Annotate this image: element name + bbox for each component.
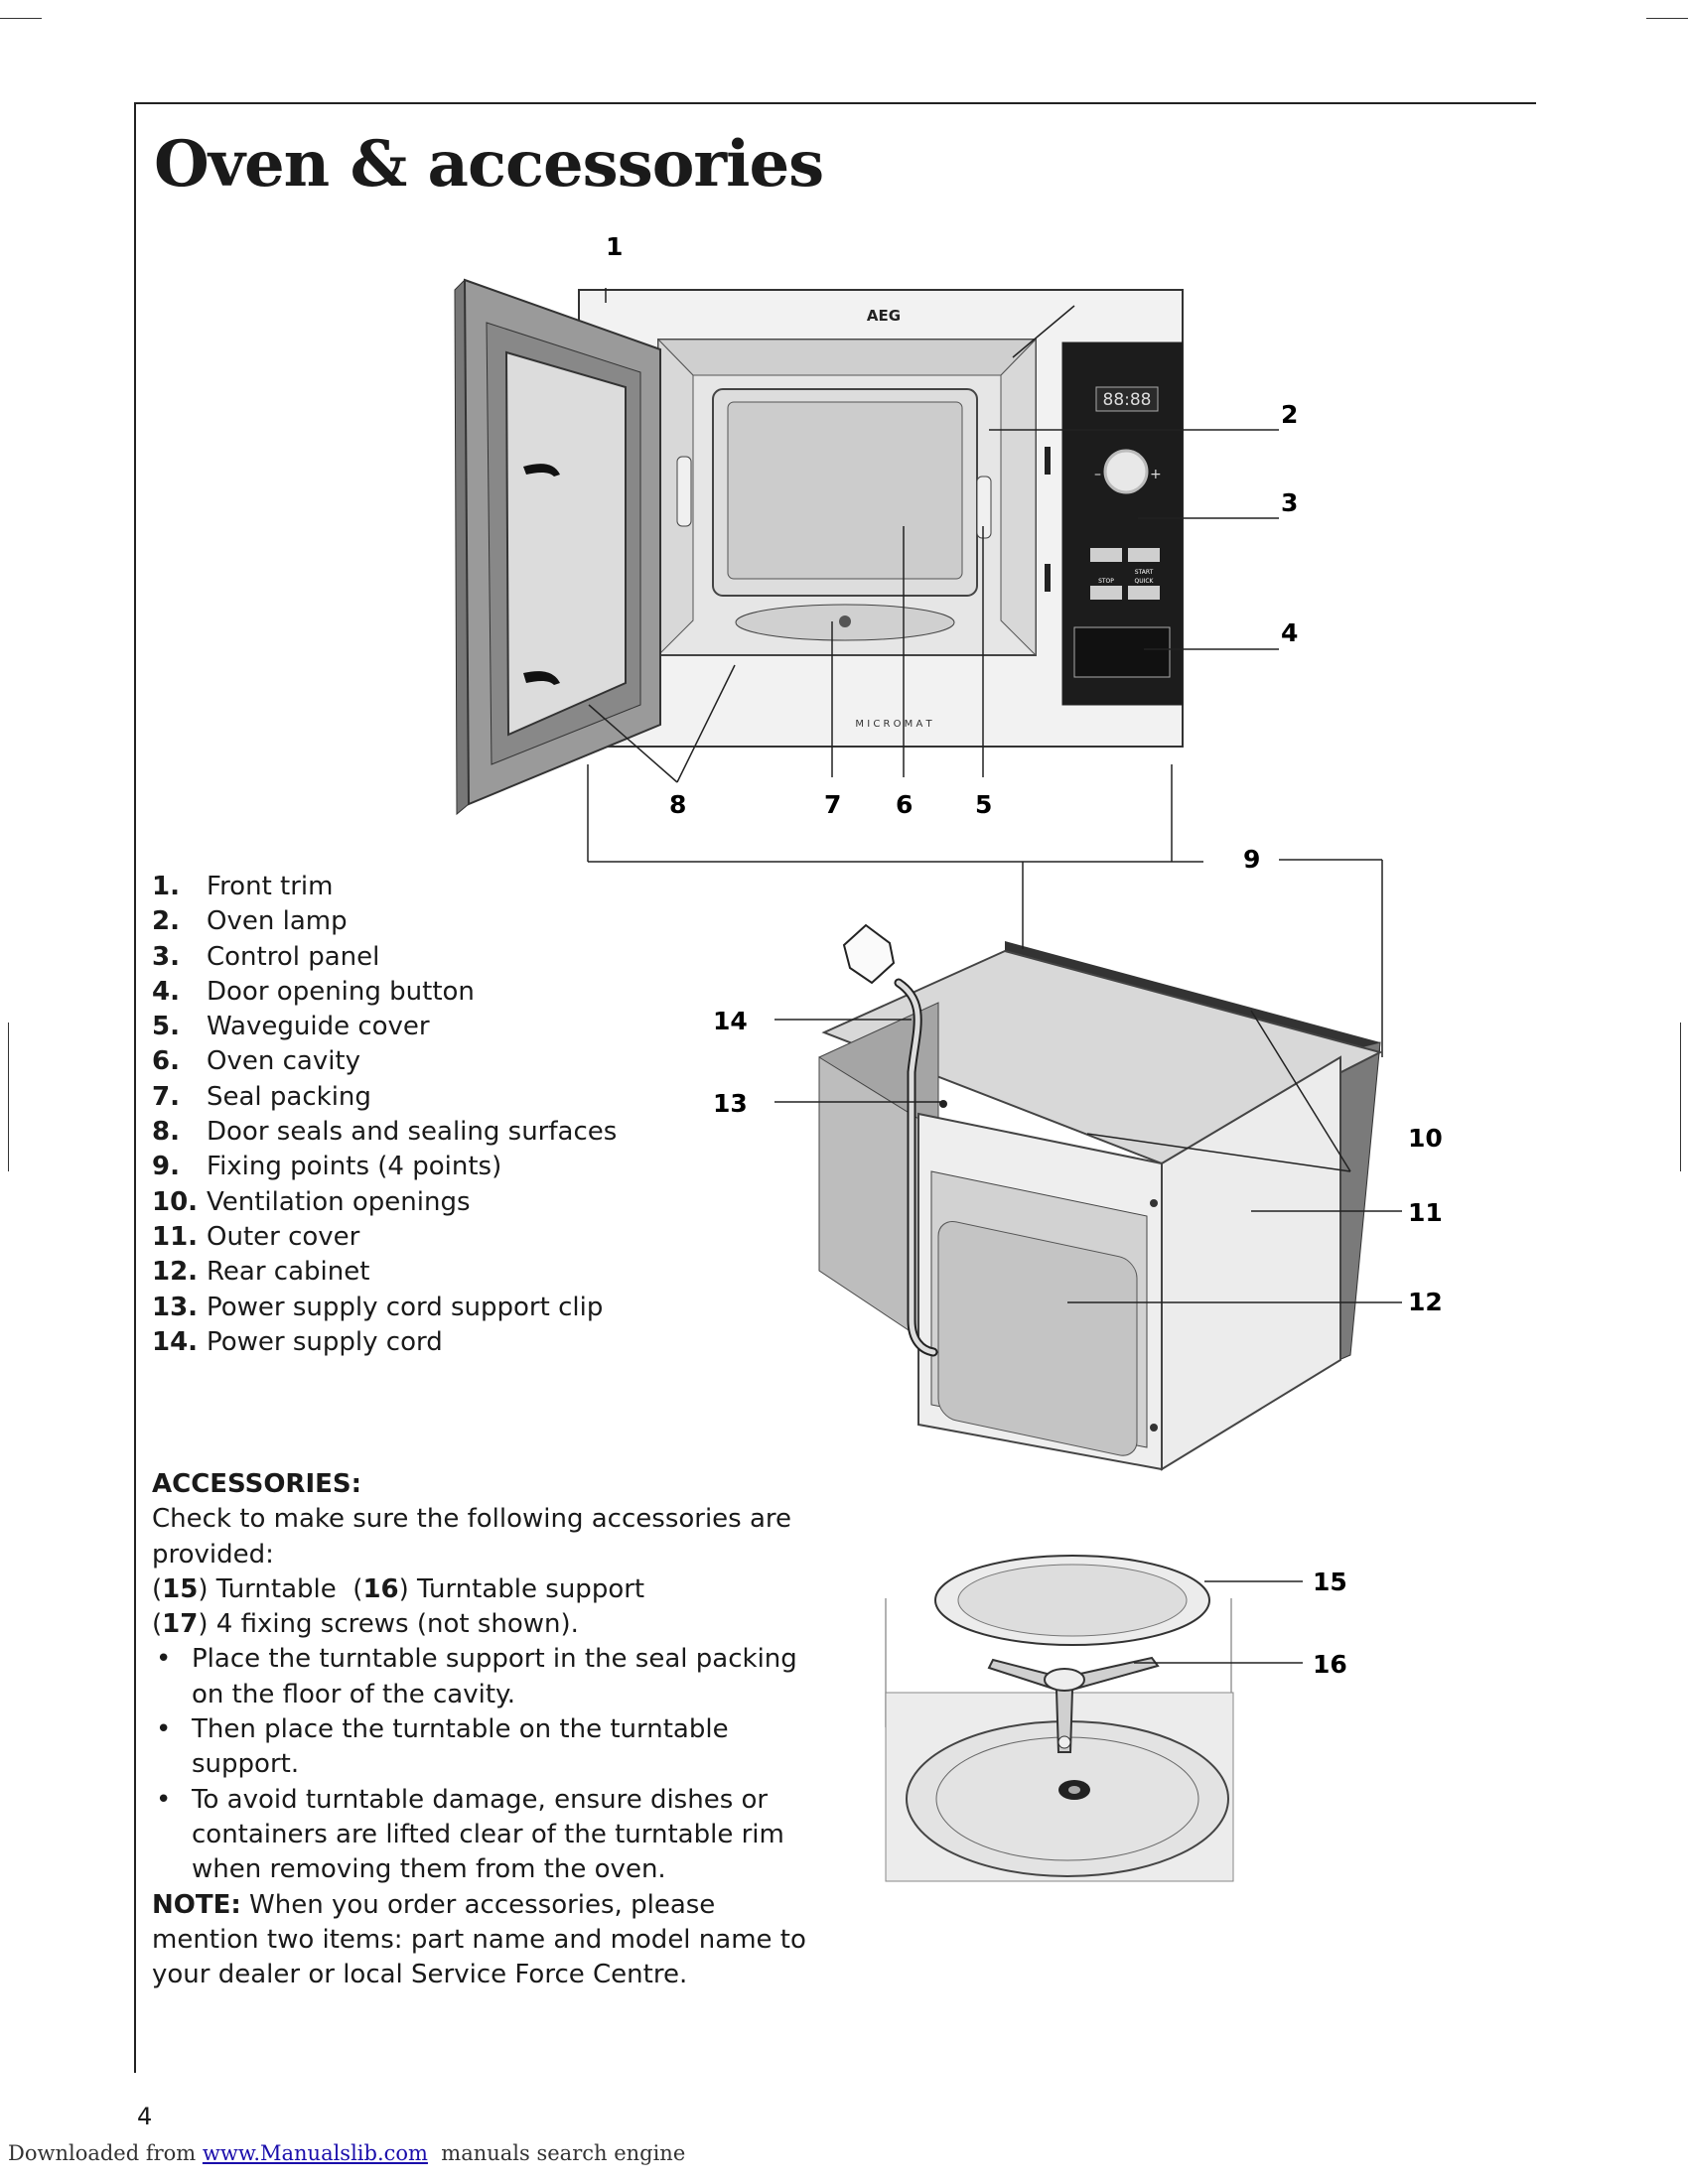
minus-glyph: – xyxy=(1094,467,1101,482)
list-item: 9.Fixing points (4 points) xyxy=(152,1152,502,1182)
turntable-figure: 15 16 xyxy=(885,1555,1347,1882)
callout-4: 4 xyxy=(1281,618,1298,647)
door-window xyxy=(504,350,627,737)
list-item: 10.Ventilation openings xyxy=(152,1186,471,1217)
leader-8b xyxy=(676,664,736,783)
accessories-items-1: (15) Turntable (16) Turntable support xyxy=(152,1573,645,1604)
top-rule xyxy=(134,102,1536,104)
list-item: 12.Rear cabinet xyxy=(152,1257,370,1288)
crop-mark xyxy=(1646,18,1688,19)
leader-10b xyxy=(1250,1010,1351,1172)
lamp-cover xyxy=(676,456,692,527)
page-title: Oven & accessories xyxy=(154,127,824,202)
callout-3: 3 xyxy=(1281,488,1298,517)
list-item: 14.Power supply cord xyxy=(152,1326,443,1357)
list-item: 7.Seal packing xyxy=(152,1081,371,1112)
list-item: 3.Control panel xyxy=(152,941,380,972)
list-item: •Place the turntable support in the seal… xyxy=(152,1642,817,1712)
list-item: •Then place the turntable on the turntab… xyxy=(152,1712,817,1783)
callout-13: 13 xyxy=(713,1089,748,1118)
bullet-icon: • xyxy=(156,1644,172,1675)
parts-list: 1.Front trim 2.Oven lamp 3.Control panel… xyxy=(152,870,617,1360)
callout-16: 16 xyxy=(1313,1650,1347,1679)
callout-15: 15 xyxy=(1313,1568,1347,1596)
start-label: START xyxy=(1135,569,1154,576)
registration-mark xyxy=(1680,1023,1681,1171)
footer: Downloaded from www.Manualslib.com manua… xyxy=(8,2141,686,2165)
accessories-items-2: (17) 4 fixing screws (not shown). xyxy=(152,1609,579,1640)
model-name: M I C R O M A T xyxy=(855,719,932,730)
outer-cover-top xyxy=(821,949,1383,1165)
list-item: 8.Door seals and sealing surfaces xyxy=(152,1117,618,1148)
turntable-support xyxy=(987,1656,1160,1753)
callout-1: 1 xyxy=(606,232,623,261)
callout-6: 6 xyxy=(896,790,913,819)
cord-clip-icon xyxy=(939,1100,947,1108)
bullet-icon: • xyxy=(156,1714,172,1745)
callout-7: 7 xyxy=(824,790,841,819)
list-item: 11.Outer cover xyxy=(152,1221,360,1252)
panel-button-2 xyxy=(1128,548,1160,562)
start-quick-button xyxy=(1128,586,1160,600)
power-cord xyxy=(896,980,936,1355)
callout-2: 2 xyxy=(1281,400,1298,429)
leader-8a xyxy=(588,704,678,783)
callout-14: 14 xyxy=(713,1007,748,1035)
ventilation-openings-strip xyxy=(1005,941,1380,1052)
bullet-icon: • xyxy=(156,1784,172,1815)
list-item: 6.Oven cavity xyxy=(152,1046,361,1077)
callout-10: 10 xyxy=(1408,1124,1443,1153)
plus-glyph: + xyxy=(1150,467,1162,482)
callout-5: 5 xyxy=(975,790,992,819)
brand-logo: AEG xyxy=(867,307,901,325)
fixing-points-callout: 9 xyxy=(1243,845,1383,1057)
list-item: 5.Waveguide cover xyxy=(152,1012,430,1042)
accessories-section: ACCESSORIES: Check to make sure the foll… xyxy=(152,1467,817,1992)
door-hinge-icon xyxy=(523,671,560,685)
quick-label: QUICK xyxy=(1134,578,1154,585)
page-number: 4 xyxy=(137,2103,153,2130)
display-window xyxy=(1095,386,1159,412)
door-hinge-icon xyxy=(523,464,560,477)
display-digits: 88:88 xyxy=(1103,390,1152,410)
plug-icon xyxy=(842,923,896,985)
registration-mark xyxy=(8,1023,9,1171)
callout-11: 11 xyxy=(1408,1198,1443,1227)
left-rule xyxy=(134,102,136,2073)
list-item: 13.Power supply cord support clip xyxy=(152,1292,604,1322)
crop-mark xyxy=(0,18,42,19)
control-dial-icon xyxy=(1103,449,1149,494)
list-item: •To avoid turntable damage, ensure dishe… xyxy=(152,1783,817,1888)
accessories-note: NOTE: When you order accessories, please… xyxy=(152,1889,806,1990)
accessories-heading: ACCESSORIES: xyxy=(152,1469,362,1499)
stop-label: STOP xyxy=(1098,578,1114,585)
waveguide-cover xyxy=(976,476,992,539)
manualslib-link[interactable]: www.Manualslib.com xyxy=(202,2141,428,2165)
oven-front-figure: 88:88 – + STOP START QUICK AEG M I C R O… xyxy=(454,232,1298,863)
outer-cover-side xyxy=(1161,1055,1341,1471)
door-opening-button xyxy=(1073,626,1171,678)
stop-button xyxy=(1090,586,1122,600)
leader-10a xyxy=(1086,1133,1351,1172)
callout-8: 8 xyxy=(669,790,686,819)
oven-rear-figure: 14 13 10 11 12 xyxy=(713,862,1443,1471)
list-item: 2.Oven lamp xyxy=(152,906,348,937)
panel-button-1 xyxy=(1090,548,1122,562)
callout-9: 9 xyxy=(1243,845,1260,874)
list-item: 1.Front trim xyxy=(152,872,334,901)
list-item: 4.Door opening button xyxy=(152,976,475,1007)
callout-12: 12 xyxy=(1408,1288,1443,1316)
accessories-intro: Check to make sure the following accesso… xyxy=(152,1504,792,1570)
